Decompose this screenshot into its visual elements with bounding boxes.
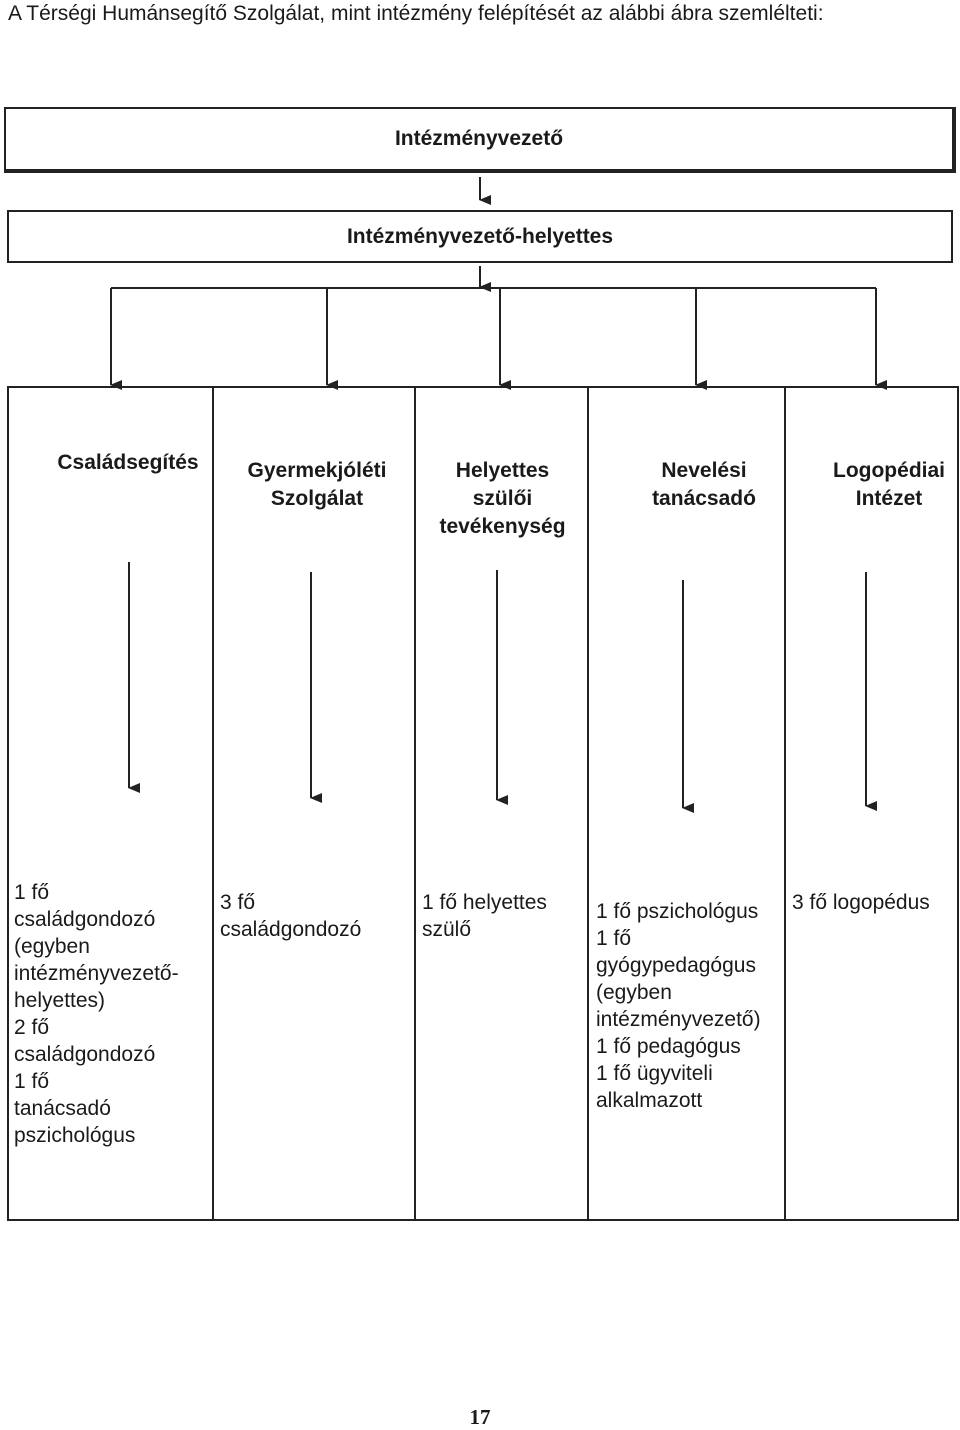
staff-line: 3 fő logopédus <box>792 891 930 914</box>
staff-line: gyógypedagógus <box>596 954 756 977</box>
unit-staff-3: 1 fő helyettes szülő <box>422 889 586 943</box>
head-box: Intézményvezető <box>4 107 956 173</box>
staff-line: 1 fő <box>14 1070 50 1093</box>
staff-line: (egyben <box>14 935 90 958</box>
staff-line: intézményvezető) <box>596 1008 761 1031</box>
staff-line: 1 fő ügyviteli <box>596 1062 713 1085</box>
unit-title-line: szülői <box>472 487 533 510</box>
unit-title-line: tanácsadó <box>652 487 756 510</box>
head-label: Intézményvezető <box>394 127 564 150</box>
staff-line: 1 fő <box>596 927 632 950</box>
staff-line: intézményvezető- <box>14 962 179 985</box>
staff-line: 1 fő pszichológus <box>596 900 759 923</box>
unit-staff-2: 3 fő családgondozó <box>220 889 410 943</box>
unit-title-line: Nevelési <box>661 459 747 482</box>
staff-line: 2 fő <box>14 1016 50 1039</box>
staff-line: tanácsadó <box>14 1097 111 1120</box>
intro-text: A Térségi Humánsegítő Szolgálat, mint in… <box>8 2 824 25</box>
staff-line: helyettes) <box>14 989 106 1012</box>
unit-title-5: Logopédiai Intézet <box>806 457 960 513</box>
staff-line: 1 fő pedagógus <box>596 1035 741 1058</box>
staff-line: családgondozó <box>220 918 362 941</box>
unit-title-line: Helyettes <box>455 459 550 482</box>
deputy-box: Intézményvezető-helyettes <box>7 210 953 263</box>
unit-title-line: tevékenység <box>439 515 566 538</box>
unit-title-2: Gyermekjóléti Szolgálat <box>232 457 402 513</box>
units-table <box>7 386 959 1221</box>
staff-line: családgondozó <box>14 1043 156 1066</box>
unit-title-4: Nevelési tanácsadó <box>605 457 803 513</box>
staff-line: alkalmazott <box>596 1089 703 1112</box>
unit-staff-5: 3 fő logopédus <box>792 889 956 916</box>
unit-staff-1: 1 fő családgondozó (egyben intézményveze… <box>14 879 210 1149</box>
staff-line: szülő <box>422 918 472 941</box>
unit-title-line: Logopédiai <box>833 459 945 482</box>
staff-line: 3 fő <box>220 891 256 914</box>
staff-line: pszichológus <box>14 1124 136 1147</box>
staff-line: 1 fő <box>14 881 50 904</box>
unit-title-line: Családsegítés <box>57 451 199 474</box>
unit-title-line: Intézet <box>855 487 923 510</box>
unit-title-1: Családsegítés <box>30 449 226 477</box>
deputy-label: Intézményvezető-helyettes <box>346 224 614 248</box>
staff-line: 1 fő helyettes <box>422 891 547 914</box>
staff-line: családgondozó <box>14 908 156 931</box>
unit-staff-4: 1 fő pszichológus 1 fő gyógypedagógus (e… <box>596 898 784 1114</box>
unit-title-3: Helyettes szülői tevékenység <box>420 457 585 541</box>
staff-line: (egyben <box>596 981 672 1004</box>
unit-title-line: Gyermekjóléti <box>247 459 387 482</box>
page-number: 17 <box>469 1405 491 1429</box>
unit-title-line: Szolgálat <box>270 487 364 510</box>
